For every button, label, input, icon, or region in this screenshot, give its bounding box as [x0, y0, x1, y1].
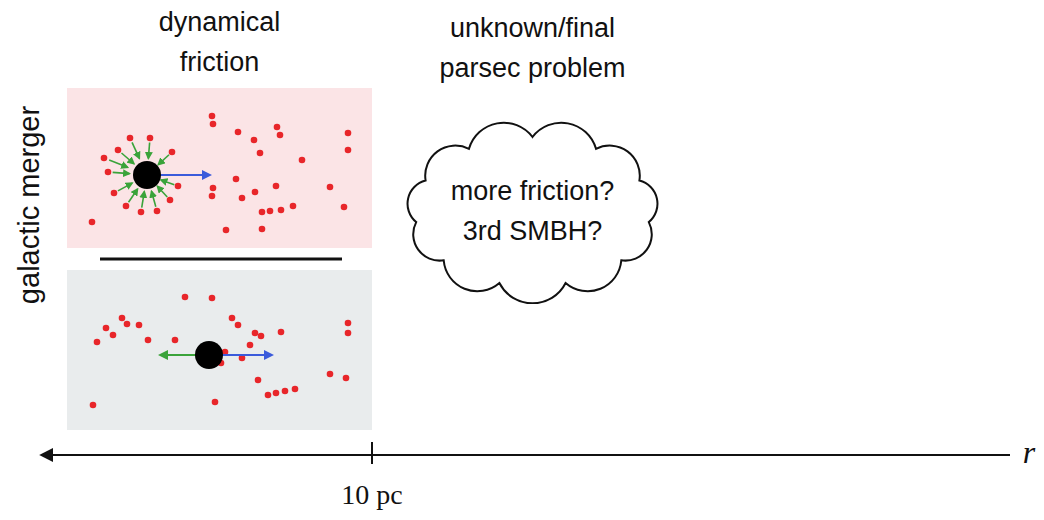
- star-dot: [299, 157, 306, 164]
- star-dot: [169, 149, 176, 156]
- star-dot: [255, 377, 262, 384]
- star-dot: [223, 227, 230, 234]
- pull-arrow: [158, 155, 169, 165]
- star-dot: [94, 339, 101, 346]
- star-dot: [90, 402, 97, 409]
- star-dot: [136, 322, 143, 329]
- star-dot: [252, 189, 259, 196]
- friction-arrow: [160, 354, 197, 356]
- star-dot: [127, 135, 134, 142]
- star-dot: [235, 129, 242, 136]
- friction-panel-node: dynamical friction: [67, 88, 372, 248]
- star-dot: [259, 209, 266, 216]
- pull-arrow: [148, 142, 149, 158]
- cloud-outline: [395, 119, 670, 304]
- star-dot: [265, 392, 272, 399]
- star-dot: [345, 147, 352, 154]
- pull-arrow: [157, 186, 167, 197]
- star-dot: [277, 132, 284, 139]
- star-dot: [345, 330, 352, 337]
- heading-text: dynamical friction: [120, 2, 320, 82]
- star-dot: [115, 147, 122, 154]
- axis-variable: r: [1023, 436, 1035, 468]
- velocity-arrow: [221, 354, 272, 356]
- star-dot: [172, 337, 179, 344]
- pull-arrow: [142, 192, 145, 208]
- pull-arrow: [113, 172, 130, 173]
- star-dot: [273, 183, 280, 190]
- pull-arrow: [132, 142, 139, 158]
- star-dot: [239, 195, 246, 202]
- star-dot: [212, 399, 219, 406]
- star-dot: [138, 209, 145, 216]
- pull-arrow: [121, 153, 133, 164]
- star-dot: [290, 203, 297, 210]
- black-hole: [133, 161, 161, 189]
- star-dot: [278, 207, 285, 214]
- star-dot: [123, 203, 130, 210]
- star-dot: [209, 193, 216, 200]
- friction-panel: [67, 88, 372, 248]
- radius-axis: [42, 454, 1010, 456]
- star-dot: [251, 137, 258, 144]
- star-dot: [247, 342, 254, 349]
- pull-arrow: [118, 183, 132, 191]
- star-dot: [124, 321, 131, 328]
- star-dot: [273, 390, 280, 397]
- star-dot: [345, 130, 352, 137]
- star-dot: [233, 176, 240, 183]
- star-dot: [103, 325, 110, 332]
- star-dot: [210, 185, 217, 192]
- plain-panel: [67, 270, 372, 430]
- star-dot: [209, 295, 216, 302]
- black-hole: [195, 341, 223, 369]
- star-dot: [147, 135, 154, 142]
- star-dot: [105, 169, 112, 176]
- star-dot: [101, 155, 108, 162]
- star-dot: [210, 121, 217, 128]
- star-dot: [252, 330, 259, 337]
- star-dot: [267, 208, 274, 215]
- star-dot: [327, 184, 334, 191]
- star-dot: [327, 371, 334, 378]
- star-dot: [175, 183, 182, 190]
- star-dot: [343, 375, 350, 382]
- cloud-shape: [408, 123, 658, 304]
- star-dot: [209, 113, 216, 120]
- star-dot: [110, 332, 117, 339]
- star-dot: [341, 204, 348, 211]
- star-dot: [182, 294, 189, 301]
- star-dot: [282, 388, 289, 395]
- pull-arrow: [129, 189, 138, 202]
- star-dot: [257, 150, 264, 157]
- heading-text: unknown/final parsec problem: [408, 8, 658, 88]
- panel-divider: [100, 258, 342, 261]
- star-dot: [235, 322, 242, 329]
- star-dot: [258, 333, 265, 340]
- body-text: more friction? 3rd SMBH?: [430, 171, 635, 251]
- star-dot: [278, 329, 285, 336]
- star-dot: [274, 124, 281, 131]
- star-dot: [154, 208, 161, 215]
- star-dot: [145, 337, 152, 344]
- star-dot: [229, 315, 236, 322]
- star-dot: [345, 320, 352, 327]
- star-dots: [89, 113, 352, 409]
- star-dot: [89, 219, 96, 226]
- pull-arrow: [109, 160, 127, 167]
- star-dot: [111, 190, 118, 197]
- black-holes: [109, 142, 272, 369]
- star-dot: [259, 226, 266, 233]
- star-dot: [167, 197, 174, 204]
- star-dot: [292, 386, 299, 393]
- cloud-node: unknown/final parsec problem more frictio…: [395, 6, 670, 306]
- velocity-arrow: [159, 174, 210, 176]
- star-dot: [119, 315, 126, 322]
- pull-arrow: [152, 191, 156, 206]
- axis-tick: [371, 442, 373, 464]
- distance-label: 10 pc: [341, 481, 402, 509]
- pull-arrow: [161, 180, 174, 185]
- axis-title: galactic merger: [15, 106, 44, 304]
